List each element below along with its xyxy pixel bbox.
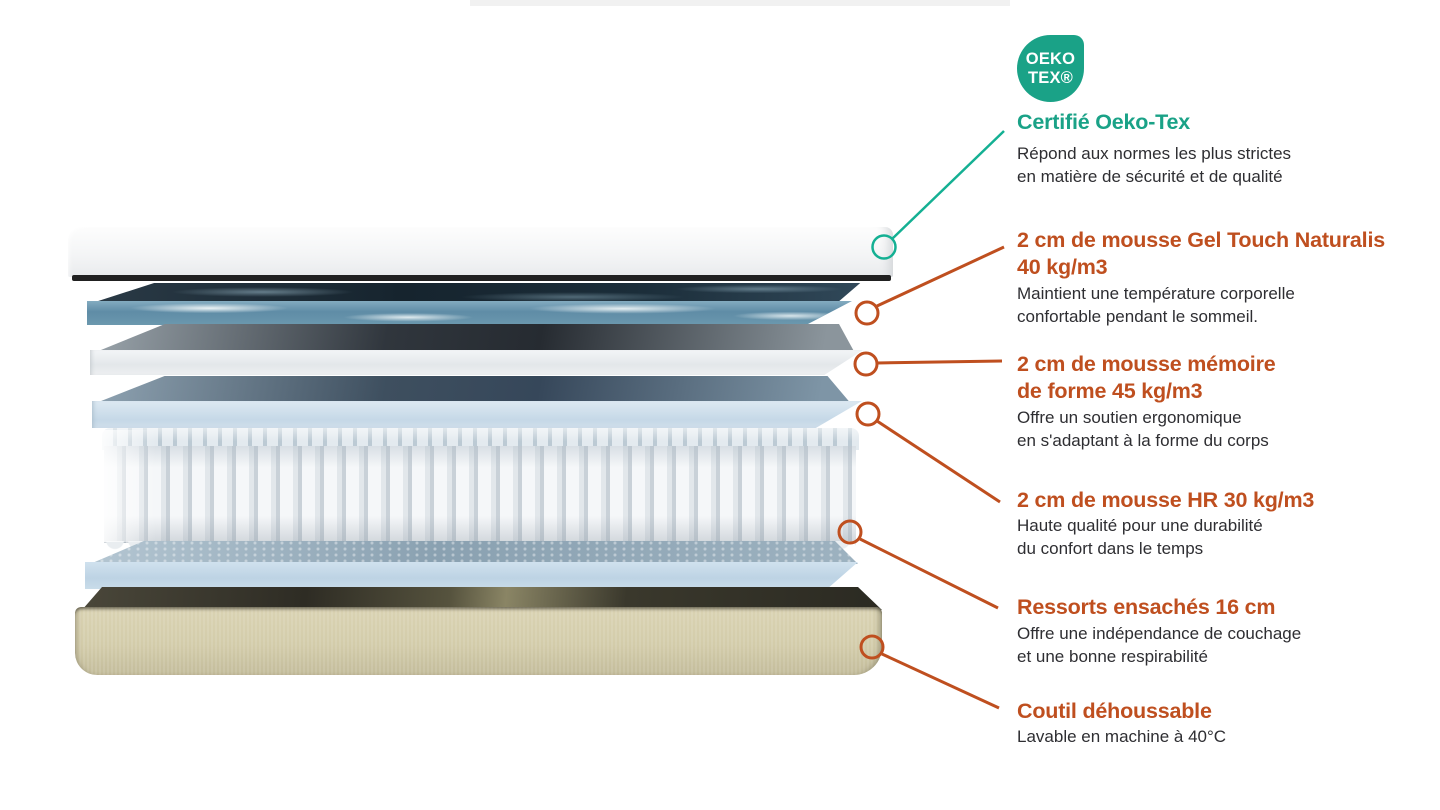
layer-hr-foam-front xyxy=(92,401,862,428)
label-oeko-desc-line1: Répond aux normes les plus strictes xyxy=(1017,144,1292,163)
badge-line2: TEX® xyxy=(1027,68,1074,87)
label-oeko-desc: Répond aux normes les plus strictes en m… xyxy=(1017,143,1291,188)
layer-gel-foam-top xyxy=(92,283,861,303)
label-gel-desc-line2: confortable pendant le sommeil. xyxy=(1017,306,1258,326)
layer-springs-back-rows xyxy=(102,428,859,450)
top-divider xyxy=(470,0,1010,6)
layer-top-cover xyxy=(68,227,893,277)
label-springs-title: Ressorts ensachés 16 cm xyxy=(1017,595,1276,619)
label-cover-title: Coutil déhoussable xyxy=(1017,699,1212,723)
label-cover-desc: Lavable en machine à 40°C xyxy=(1017,727,1227,746)
label-memory-desc: Offre un soutien ergonomique en s'adapta… xyxy=(1017,407,1269,452)
layer-memory-foam-front xyxy=(90,350,863,375)
label-memory-title: 2 cm de mousse mémoire de forme 45 kg/m3 xyxy=(1017,351,1276,405)
layer-memory-foam-top xyxy=(96,324,855,352)
label-oeko-desc-line2: en matière de sécurité et de qualité xyxy=(1017,166,1283,186)
badge-line1: OEKO xyxy=(1025,50,1076,69)
layer-ticking-top xyxy=(82,587,882,610)
label-springs-desc-line1: Offre une indépendance de couchage xyxy=(1017,624,1302,643)
layer-ticking-front xyxy=(75,607,882,675)
springs-left-haze xyxy=(96,430,156,542)
label-hr-title: 2 cm de mousse HR 30 kg/m3 xyxy=(1017,488,1315,512)
label-hr-desc: Haute qualité pour une durabilité du con… xyxy=(1017,515,1263,560)
label-gel-desc-line1: Maintient une température corporelle xyxy=(1017,284,1295,303)
label-memory-desc-line2: en s'adaptant à la forme du corps xyxy=(1017,430,1269,450)
layer-pocket-springs xyxy=(104,446,856,551)
label-memory-title-line2: de forme 45 kg/m3 xyxy=(1017,379,1203,403)
mattress-illustration xyxy=(68,227,893,675)
layer-base-foam-front xyxy=(85,562,858,589)
oeko-tex-badge-icon: OEKO TEX® xyxy=(1017,35,1084,102)
layer-hr-foam-top xyxy=(96,376,851,403)
label-memory-title-line1: 2 cm de mousse mémoire xyxy=(1017,352,1276,376)
layer-cover-trim xyxy=(72,275,891,281)
label-hr-desc-line1: Haute qualité pour une durabilité xyxy=(1017,516,1263,535)
layer-gel-foam-front xyxy=(87,301,852,325)
label-oeko-title: Certifié Oeko-Tex xyxy=(1017,110,1191,134)
label-springs-desc: Offre une indépendance de couchage et un… xyxy=(1017,623,1301,668)
label-gel-title-line1: 2 cm de mousse Gel Touch Naturalis xyxy=(1017,228,1385,252)
label-gel-title-line2: 40 kg/m3 xyxy=(1017,255,1108,279)
layer-base-foam-top xyxy=(90,541,858,564)
label-hr-desc-line2: du confort dans le temps xyxy=(1017,538,1204,558)
label-springs-desc-line2: et une bonne respirabilité xyxy=(1017,646,1208,666)
label-gel-title: 2 cm de mousse Gel Touch Naturalis 40 kg… xyxy=(1017,227,1385,281)
label-memory-desc-line1: Offre un soutien ergonomique xyxy=(1017,408,1242,427)
label-gel-desc: Maintient une température corporelle con… xyxy=(1017,283,1295,328)
